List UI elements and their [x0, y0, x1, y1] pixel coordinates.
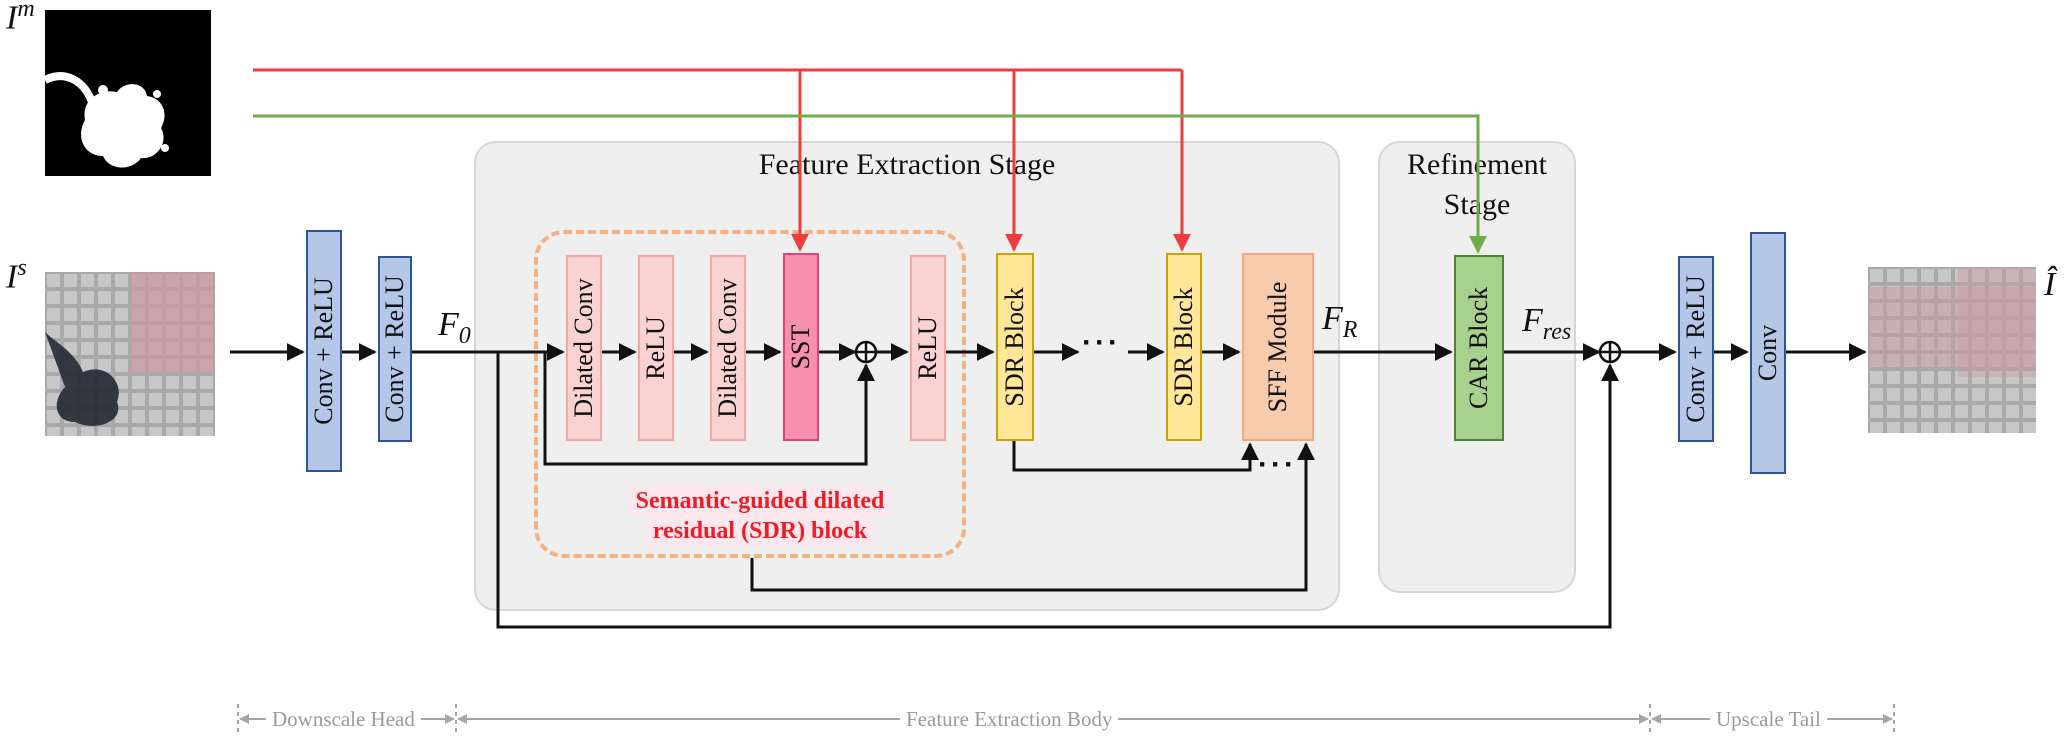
mask-input-label: Im	[6, 0, 35, 37]
ellipsis-lower: ···	[1258, 448, 1297, 481]
fres-symbol: F	[1522, 302, 1543, 339]
sdr-block-1[interactable]: SDR Block	[996, 253, 1034, 441]
car-block[interactable]: CAR Block	[1454, 255, 1504, 441]
fres-sub: res	[1542, 318, 1572, 345]
head-conv-relu-2[interactable]: Conv + ReLU	[378, 256, 412, 442]
output-image	[1868, 267, 2036, 433]
sdr-block-region	[534, 230, 966, 558]
fr-label: FR	[1322, 300, 1357, 344]
mask-guidance-green-line	[253, 114, 1487, 254]
sdr-caption: Semantic-guided dilated residual (SDR) b…	[560, 486, 960, 546]
f0-label: F0	[438, 306, 471, 350]
dilated-conv-2[interactable]: Dilated Conv	[710, 255, 746, 441]
upscale-tail-label: Upscale Tail	[1710, 707, 1827, 731]
sst-block[interactable]: SST	[783, 253, 819, 441]
dilated-conv-1[interactable]: Dilated Conv	[566, 255, 602, 441]
shadow-input-image	[45, 272, 215, 436]
sdr-caption-line2: residual (SDR) block	[646, 516, 874, 546]
mask-input-sup: m	[17, 0, 35, 22]
mask-shape	[43, 72, 169, 168]
mask-input-image	[43, 10, 211, 176]
sff-module[interactable]: SFF Module	[1242, 253, 1314, 441]
fr-symbol: F	[1322, 300, 1343, 337]
relu-1[interactable]: ReLU	[638, 255, 674, 441]
shadow-input-symbol: I	[6, 258, 18, 296]
downscale-head-label: Downscale Head	[266, 707, 421, 731]
shadow-photo	[45, 272, 215, 436]
mask-guidance-red-lines	[253, 68, 1191, 252]
mask-input-symbol: I	[6, 0, 18, 37]
feature-extraction-body-label: Feature Extraction Body	[900, 707, 1119, 731]
feature-extraction-stage-title: Feature Extraction Stage	[758, 148, 1056, 181]
tail-conv[interactable]: Conv	[1750, 232, 1786, 474]
fr-sub: R	[1342, 316, 1358, 343]
f0-symbol: F	[438, 306, 459, 343]
output-label: Î	[2044, 266, 2056, 303]
head-conv-relu-1[interactable]: Conv + ReLU	[306, 230, 342, 472]
shadow-input-label: Is	[6, 255, 27, 296]
output-photo	[1868, 267, 2036, 433]
tail-conv-relu[interactable]: Conv + ReLU	[1678, 256, 1714, 442]
relu-2[interactable]: ReLU	[910, 255, 946, 441]
fres-label: Fres	[1522, 302, 1571, 346]
ellipsis-middle: ···	[1082, 326, 1121, 359]
sdr-caption-line1: Semantic-guided dilated	[629, 486, 891, 516]
f0-sub: 0	[458, 322, 471, 349]
shadow-input-sup: s	[17, 255, 27, 281]
add-operators	[854, 340, 1622, 364]
sdr-block-2[interactable]: SDR Block	[1166, 253, 1202, 441]
skip-connections	[496, 352, 1619, 629]
